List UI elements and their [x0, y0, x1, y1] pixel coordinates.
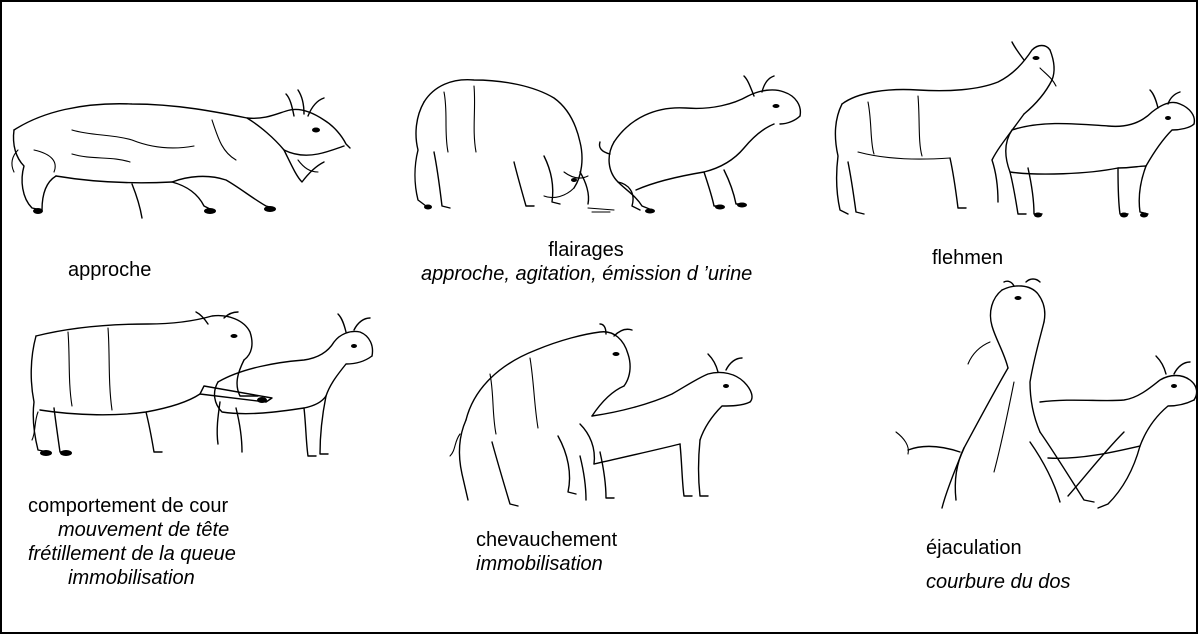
stage-detail-cour-1: mouvement de tête [58, 518, 229, 542]
stage-detail-flairages: approche, agitation, émission d ’urine [421, 262, 751, 286]
stage-title-ejaculation: éjaculation [926, 536, 1022, 560]
stage-title-cour: comportement de cour [28, 494, 228, 518]
approach-illustration [12, 90, 357, 230]
sniffing-illustration [404, 72, 814, 220]
stage-title-approche: approche [68, 258, 151, 282]
ejaculation-illustration [884, 282, 1198, 522]
buck-flehmen-drawing [828, 42, 1198, 228]
buck-mounting-doe-drawing [450, 324, 770, 514]
stage-title-flairages: flairages [486, 238, 686, 262]
buck-approaching-drawing [12, 90, 357, 230]
flehmen-illustration [828, 42, 1198, 228]
courtship-illustration [28, 312, 378, 482]
stage-detail-cour-3: immobilisation [68, 566, 195, 590]
buck-courting-doe-drawing [28, 312, 378, 482]
stage-detail-ejaculation: courbure du dos [926, 570, 1071, 594]
stage-detail-chevauchement: immobilisation [476, 552, 603, 576]
stage-title-chevauchement: chevauchement [476, 528, 617, 552]
stage-title-flehmen: flehmen [932, 246, 1003, 270]
stage-detail-cour-2: frétillement de la queue [28, 542, 236, 566]
buck-ejaculation-drawing [884, 282, 1198, 522]
buck-sniffing-doe-drawing [404, 72, 814, 220]
mounting-illustration [450, 324, 770, 514]
